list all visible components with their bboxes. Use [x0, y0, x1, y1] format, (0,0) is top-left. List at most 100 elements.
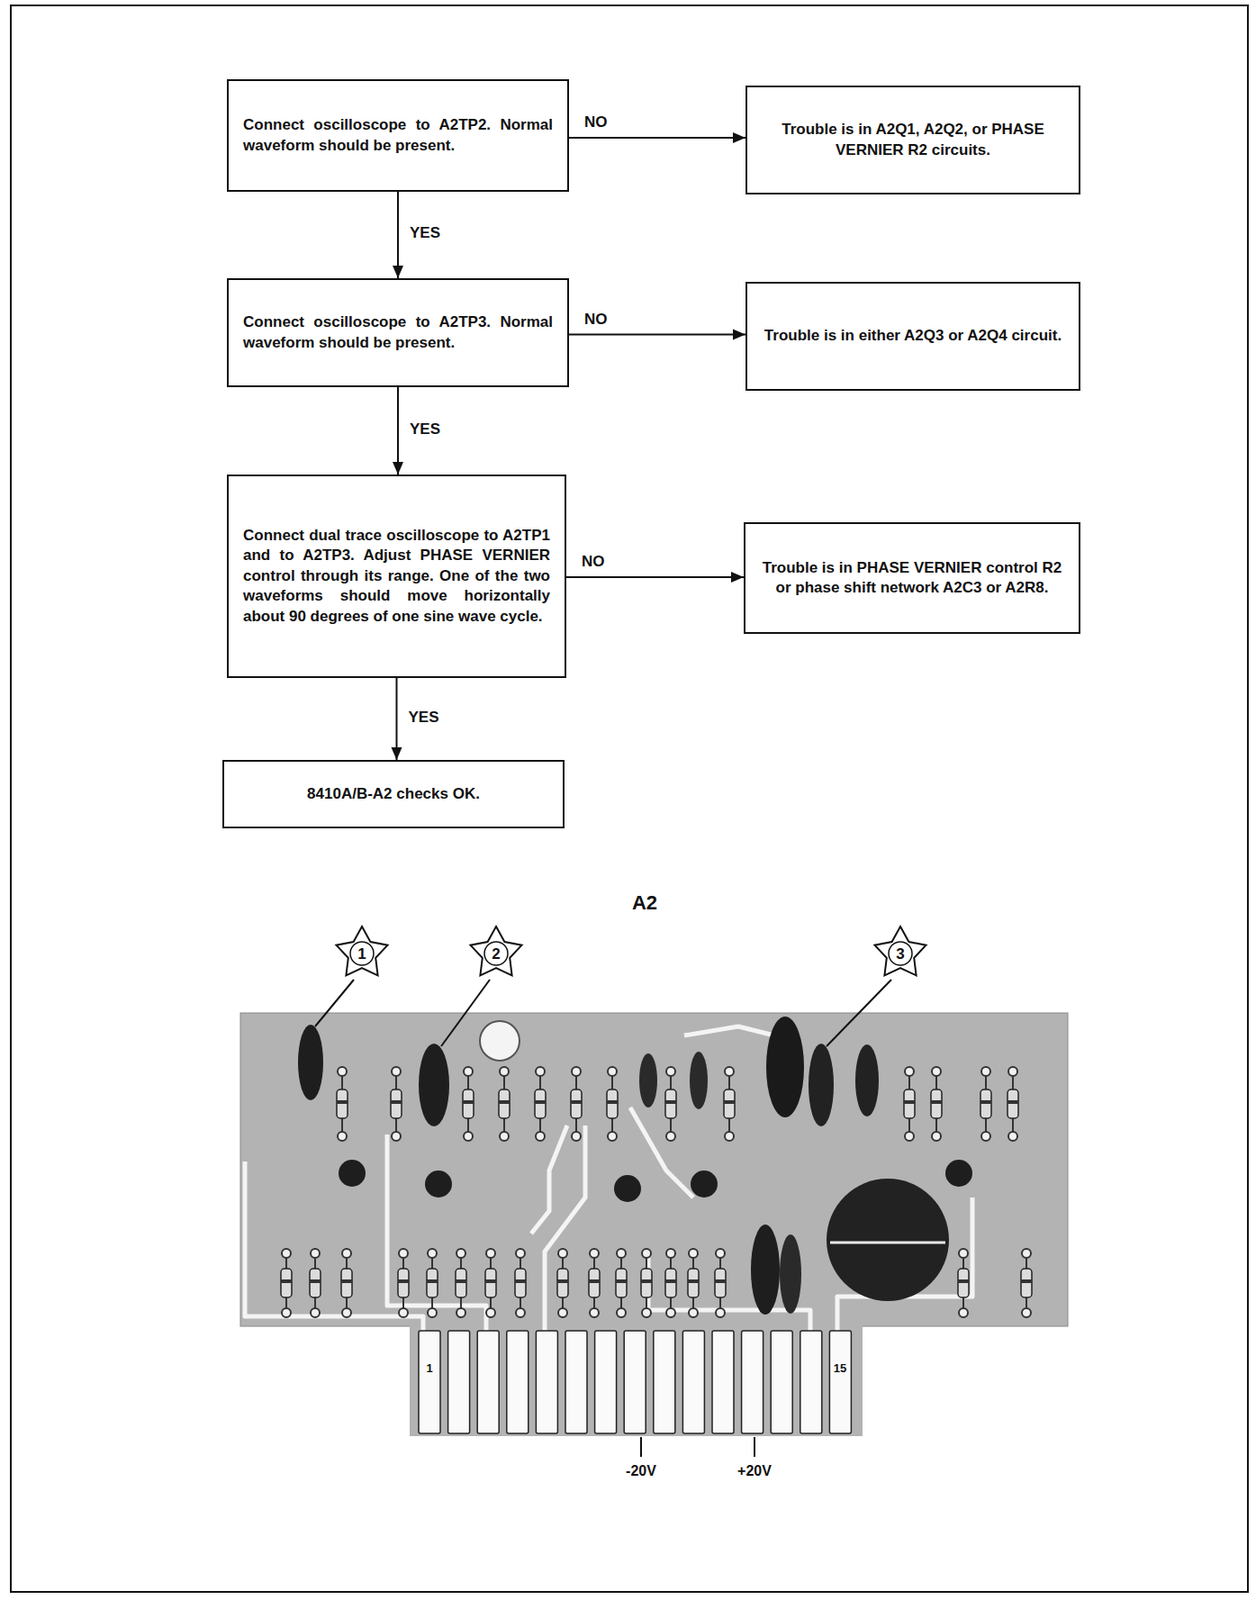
- solder-pad: [463, 1131, 473, 1141]
- resistor-symbol: [665, 1268, 677, 1298]
- capacitor-symbol: [808, 1043, 834, 1127]
- resistor-symbol: [714, 1268, 726, 1298]
- capacitor-symbol: [298, 1024, 324, 1101]
- leader-line: [826, 979, 892, 1047]
- connector-finger: [800, 1330, 823, 1434]
- connector-line: [569, 136, 746, 139]
- capacitor-symbol: [766, 1016, 805, 1118]
- process-box: Trouble is in either A2Q3 or A2Q4 circui…: [745, 281, 1081, 391]
- resistor-symbol: [1007, 1089, 1019, 1119]
- solder-pad: [688, 1308, 698, 1318]
- resistor-symbol: [615, 1268, 627, 1298]
- process-box: Connect oscilloscope to A2TP3. Normal wa…: [226, 278, 570, 388]
- solder-pad: [463, 1066, 473, 1076]
- signal-name: -20V: [625, 1463, 657, 1480]
- board-edge-tab: [409, 1323, 863, 1437]
- pcb-trace: [387, 1134, 487, 1333]
- solder-pad: [981, 1066, 991, 1076]
- solder-pad: [558, 1308, 568, 1318]
- solder-pad: [589, 1248, 599, 1258]
- callout-circle: [350, 941, 374, 966]
- callout-circle: [484, 941, 508, 966]
- resistor-band: [665, 1279, 677, 1284]
- solder-pad: [958, 1248, 968, 1258]
- process-box: Connect oscilloscope to A2TP2. Normal wa…: [226, 79, 570, 192]
- leader-line: [640, 1436, 642, 1457]
- box-text: Trouble is in A2Q1, A2Q2, or PHASE VERNI…: [761, 119, 1065, 161]
- leader-lines: [315, 979, 892, 1457]
- resistor-symbol: [687, 1268, 699, 1298]
- capacitor-symbol: [779, 1234, 802, 1314]
- edge-label: YES: [406, 224, 443, 243]
- resistor-band: [309, 1279, 321, 1284]
- resistor-band: [714, 1279, 726, 1284]
- resistor-band: [957, 1279, 969, 1284]
- solder-pad: [535, 1066, 545, 1076]
- solder-pad: [616, 1308, 626, 1318]
- page-border: [10, 5, 1248, 1592]
- resistor-band: [723, 1100, 735, 1104]
- solder-pad: [724, 1066, 734, 1076]
- resistor-symbol: [980, 1089, 992, 1119]
- resistor-symbol: [1021, 1268, 1032, 1298]
- box-text: Trouble is in PHASE VERNIER control R2 o…: [759, 558, 1065, 599]
- solder-pad: [499, 1131, 509, 1141]
- flow-arrow: [569, 329, 746, 341]
- process-box: Trouble is in A2Q1, A2Q2, or PHASE VERNI…: [745, 85, 1081, 195]
- connector-finger: [477, 1330, 499, 1434]
- connector-finger: [623, 1330, 646, 1434]
- pcb-components: [298, 1016, 973, 1315]
- solder-pad: [499, 1066, 509, 1076]
- resistor-symbol: [397, 1268, 409, 1298]
- callout-circle: [888, 941, 913, 966]
- connector-line: [397, 387, 399, 475]
- resistor-band: [1007, 1100, 1019, 1104]
- connector-finger: [682, 1330, 705, 1434]
- solder-pad: [607, 1066, 617, 1076]
- solder-pad: [342, 1248, 352, 1258]
- resistor-band: [397, 1279, 409, 1284]
- circuit-board: [240, 1012, 1068, 1327]
- resistor-symbol: [498, 1089, 510, 1119]
- solder-pad: [391, 1131, 401, 1141]
- large-capacitor-symbol: [826, 1178, 949, 1302]
- arrow-head: [731, 571, 744, 583]
- pcb-trace: [544, 1125, 586, 1333]
- resistor-band: [557, 1279, 569, 1284]
- solder-pad: [337, 1131, 347, 1141]
- capacitor-marking: [830, 1241, 946, 1245]
- solder-pad: [1008, 1066, 1018, 1076]
- resistor-symbol: [515, 1268, 526, 1298]
- resistor-band: [534, 1100, 546, 1104]
- resistor-symbol: [485, 1268, 497, 1298]
- leader-line: [753, 1436, 756, 1457]
- signal-name: +20V: [737, 1463, 772, 1480]
- transistor-symbol: [424, 1170, 452, 1198]
- solder-pad: [904, 1066, 914, 1076]
- connector-line: [397, 191, 399, 279]
- resistor-band: [606, 1100, 618, 1104]
- solder-pad: [715, 1248, 725, 1258]
- resistor-band: [588, 1279, 600, 1284]
- resistor-symbol: [606, 1089, 618, 1119]
- solder-pad: [571, 1066, 581, 1076]
- solder-pad: [486, 1248, 496, 1258]
- resistor-symbol: [309, 1268, 321, 1298]
- edge-connector: [418, 1330, 851, 1434]
- callout-number: 3: [895, 946, 904, 964]
- connector-finger: [565, 1330, 588, 1434]
- pin-number: 15: [833, 1362, 847, 1375]
- transistor-symbol: [690, 1170, 718, 1198]
- solder-pad: [931, 1131, 941, 1141]
- resistor-band: [390, 1100, 402, 1104]
- solder-pad: [981, 1131, 991, 1141]
- solder-pad: [398, 1308, 408, 1318]
- resistor-symbol: [534, 1089, 546, 1119]
- capacitor-symbol: [689, 1051, 708, 1110]
- capacitor-symbol: [418, 1043, 450, 1127]
- resistor-band: [426, 1279, 438, 1284]
- callout-group: [336, 926, 927, 976]
- connector-finger: [741, 1330, 764, 1434]
- solder-pad: [616, 1248, 626, 1258]
- resistor-band: [336, 1100, 348, 1104]
